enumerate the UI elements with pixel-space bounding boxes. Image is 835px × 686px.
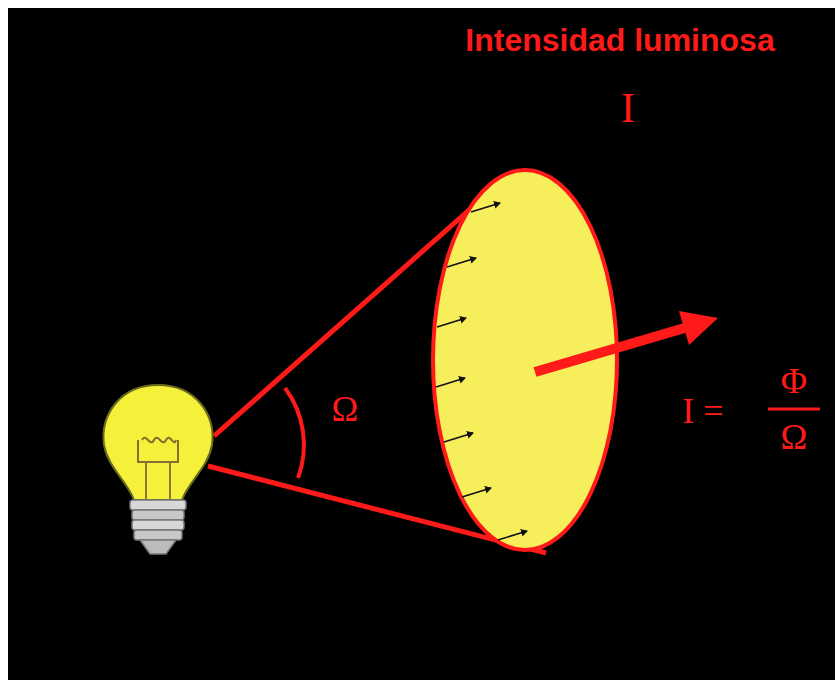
formula-lhs: I = <box>682 391 723 432</box>
diagram-title: Intensidad luminosa <box>465 22 774 59</box>
fraction-bar <box>768 408 820 411</box>
angle-arc <box>285 388 304 478</box>
background-panel <box>8 8 835 680</box>
quantity-symbol: I <box>621 84 635 132</box>
flux-arrows <box>436 203 527 540</box>
formula-denominator: Ω <box>781 417 808 458</box>
formula-numerator: Φ <box>781 361 807 402</box>
direction-arrow <box>535 327 688 372</box>
light-bulb <box>103 385 212 554</box>
arrow-head <box>679 311 718 345</box>
solid-angle-label: Ω <box>332 389 359 430</box>
